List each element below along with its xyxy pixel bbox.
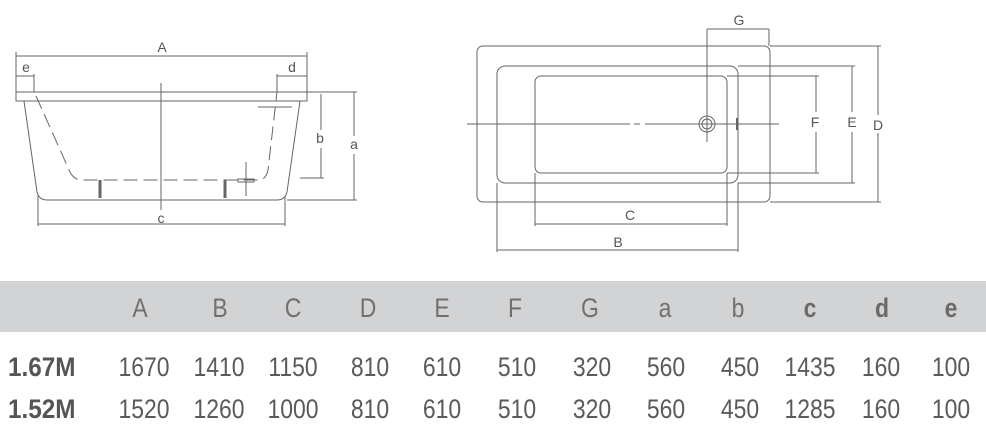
label-E: E bbox=[847, 114, 856, 130]
label-D: D bbox=[873, 117, 883, 133]
label-B: B bbox=[613, 234, 622, 250]
table-cell: 810 bbox=[350, 352, 390, 382]
header-B: B bbox=[212, 293, 228, 323]
table-cell: 450 bbox=[720, 352, 760, 382]
header-e: e bbox=[944, 293, 958, 323]
table-cell: 160 bbox=[861, 352, 901, 382]
drain-icon bbox=[698, 115, 716, 133]
table-cell: 510 bbox=[497, 352, 537, 382]
header-D: D bbox=[359, 293, 377, 323]
header-G: G bbox=[581, 293, 599, 323]
table-cell: 320 bbox=[572, 394, 612, 424]
side-view-drawing: A e d b a c G D E F C B bbox=[15, 12, 883, 252]
header-a: a bbox=[658, 293, 672, 323]
table-cell: 1435 bbox=[784, 352, 836, 382]
top-view-drawing: G D E F C B bbox=[467, 12, 883, 252]
table-cell: 1000 bbox=[267, 394, 319, 424]
table-cell: 1410 bbox=[193, 352, 245, 382]
header-c: c bbox=[803, 293, 817, 323]
table-cell: 100 bbox=[931, 352, 971, 382]
table-cell: 320 bbox=[572, 352, 612, 382]
table-header bbox=[0, 281, 986, 332]
table-cell: 510 bbox=[497, 394, 537, 424]
table-cell: 1150 bbox=[268, 352, 318, 382]
table-cell: 560 bbox=[646, 352, 686, 382]
header-b: b bbox=[731, 293, 745, 323]
label-A: A bbox=[157, 39, 167, 55]
table-cell: 810 bbox=[350, 394, 390, 424]
label-c: c bbox=[158, 210, 165, 226]
table-cell: 610 bbox=[422, 394, 462, 424]
table-cell: 1260 bbox=[193, 394, 245, 424]
label-d: d bbox=[288, 59, 296, 75]
label-G: G bbox=[734, 12, 745, 28]
label-e: e bbox=[22, 59, 30, 75]
header-F: F bbox=[507, 293, 523, 323]
table-cell: 610 bbox=[422, 352, 462, 382]
table-cell: 1520 bbox=[118, 394, 170, 424]
table-cell: 160 bbox=[861, 394, 901, 424]
header-C: C bbox=[284, 293, 302, 323]
header-A: A bbox=[132, 293, 148, 323]
table-cell: 1285 bbox=[784, 394, 836, 424]
row-model: 1.52M bbox=[8, 394, 76, 424]
label-a: a bbox=[350, 136, 358, 152]
header-E: E bbox=[434, 293, 450, 323]
table-cell: 100 bbox=[931, 394, 971, 424]
label-F: F bbox=[811, 114, 820, 130]
row-model: 1.67M bbox=[8, 352, 76, 382]
table-cell: 560 bbox=[646, 394, 686, 424]
table-cell: 1670 bbox=[118, 352, 170, 382]
header-d: d bbox=[874, 293, 890, 323]
label-C: C bbox=[625, 207, 635, 223]
table-cell: 450 bbox=[720, 394, 760, 424]
label-b: b bbox=[316, 130, 324, 146]
